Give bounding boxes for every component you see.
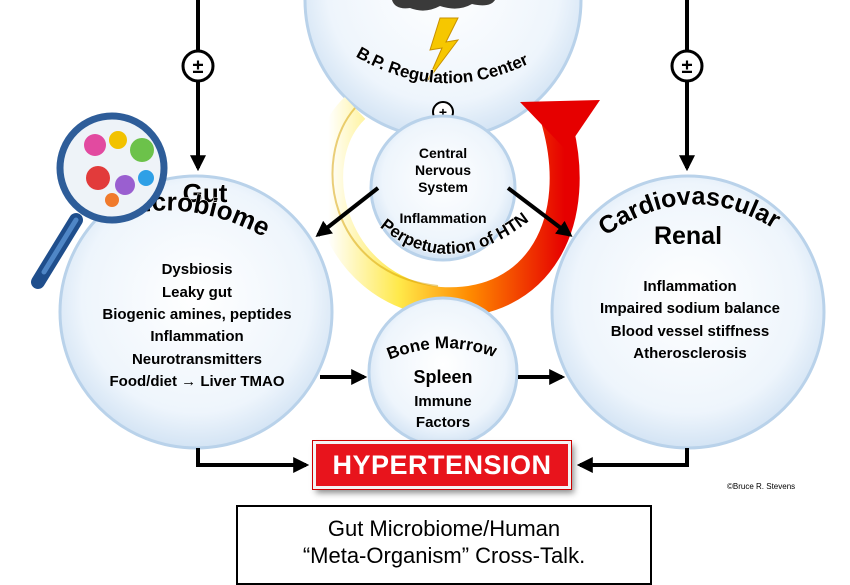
left-plus-minus-symbol: ± bbox=[193, 56, 204, 78]
caption-box: Gut Microbiome/Human “Meta-Organism” Cro… bbox=[236, 505, 652, 585]
cns-line-3: System bbox=[418, 179, 468, 195]
gut-to-htn-arrow bbox=[196, 448, 310, 473]
gut-title-line1: Gut bbox=[183, 178, 228, 208]
gut-item: Neurotransmitters bbox=[132, 351, 262, 368]
gut-item: Leaky gut bbox=[162, 284, 232, 301]
cardio-item: Inflammation bbox=[643, 278, 736, 295]
diagram-canvas: B.P. Regulation Center ± ± + Central Ner… bbox=[31, 0, 826, 473]
cardio-item: Blood vessel stiffness bbox=[611, 323, 769, 340]
cardio-item: Atherosclerosis bbox=[633, 345, 746, 362]
caption-line-1: Gut Microbiome/Human bbox=[327, 516, 561, 541]
cns-inflammation: Inflammation bbox=[399, 210, 486, 226]
right-connector: ± bbox=[670, 0, 704, 172]
magnifying-glass-microbes-icon bbox=[31, 112, 168, 289]
hypertension-box: HYPERTENSION bbox=[313, 441, 571, 489]
copyright-credit: ©Bruce R. Stevens bbox=[727, 482, 796, 491]
plus-minus-icon bbox=[670, 49, 704, 83]
plus-minus-icon bbox=[181, 49, 215, 83]
cns-circle bbox=[369, 114, 517, 262]
bone-title-line2: Spleen bbox=[413, 367, 472, 387]
caption-line-2: “Meta-Organism” Cross-Talk. bbox=[302, 543, 586, 568]
bone-item: Immune bbox=[414, 393, 472, 410]
cardio-to-htn-arrow bbox=[576, 448, 689, 473]
storm-cloud-icon bbox=[392, 0, 495, 11]
cns-to-gut-arrow bbox=[315, 186, 380, 237]
cns-line-2: Nervous bbox=[415, 162, 471, 178]
bone-marrow-node: Bone Marrow Spleen Immune Factors bbox=[367, 296, 519, 448]
cardio-item: Impaired sodium balance bbox=[600, 300, 780, 317]
bp-regulation-center-node: B.P. Regulation Center bbox=[303, 0, 583, 140]
gut-item: Food/diet → Liver TMAO bbox=[110, 373, 285, 390]
cardio-title-line2: Renal bbox=[654, 222, 722, 250]
cardio-renal-node: Cardiovascular Renal Inflammation Impair… bbox=[550, 174, 826, 450]
bone-item: Factors bbox=[416, 414, 470, 431]
left-connector: ± bbox=[181, 0, 215, 172]
cns-plus-symbol: + bbox=[439, 104, 447, 120]
cns-line-1: Central bbox=[419, 145, 467, 161]
gut-microbiome-node: Gut Microbiome Dysbiosis Leaky gut Bioge… bbox=[58, 174, 334, 450]
lightning-bolt-icon bbox=[427, 17, 460, 81]
cns-node: + Central Nervous System Inflammation bbox=[369, 101, 517, 262]
red-arrow-head-icon bbox=[520, 100, 600, 150]
gut-item: Inflammation bbox=[150, 328, 243, 345]
cns-to-cardio-arrow bbox=[506, 186, 573, 237]
gut-item: Dysbiosis bbox=[162, 261, 233, 278]
gut-item: Biogenic amines, peptides bbox=[102, 306, 291, 323]
right-plus-minus-symbol: ± bbox=[682, 56, 693, 78]
